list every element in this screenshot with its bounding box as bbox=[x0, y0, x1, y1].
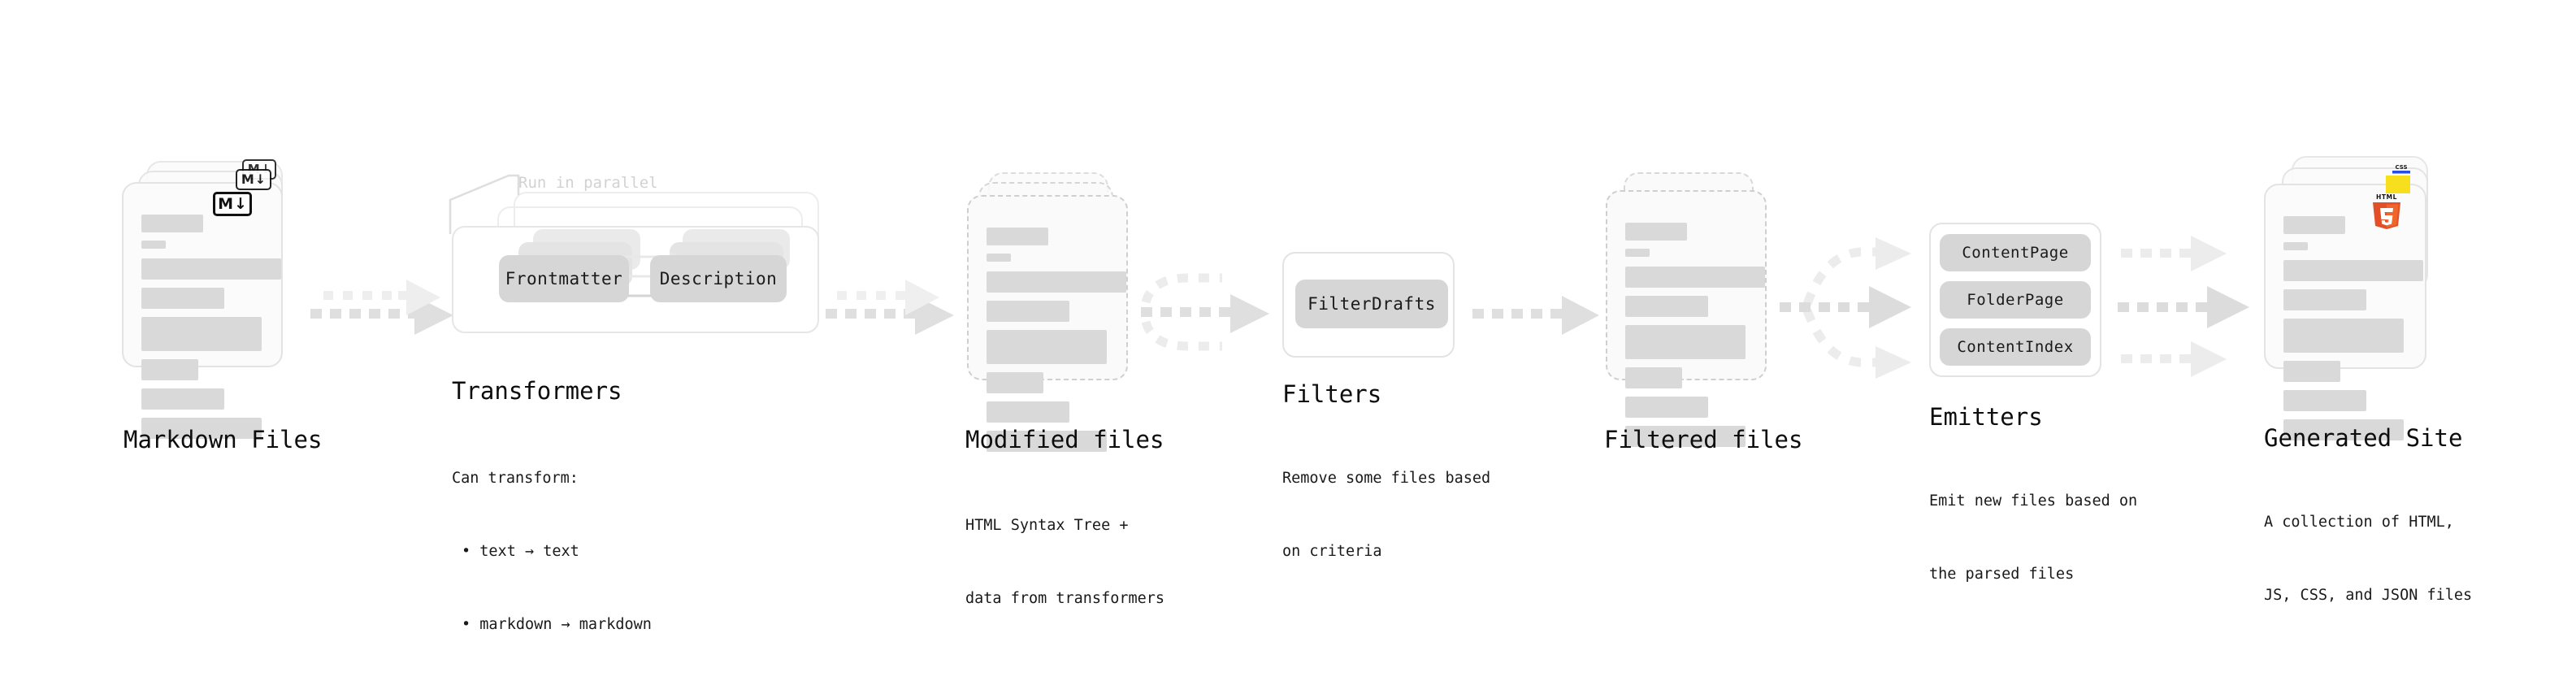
skeleton-bar bbox=[987, 301, 1069, 322]
transformers-subtitle: Can transform: • text → text • markdown … bbox=[452, 418, 652, 681]
generated-site-subtitle-line: A collection of HTML, bbox=[2264, 513, 2454, 531]
arrow-modified-to-filters bbox=[1141, 268, 1279, 358]
emitters-subtitle-line: the parsed files bbox=[1929, 565, 2075, 583]
emitter-chip-folderpage[interactable]: FolderPage bbox=[1940, 281, 2091, 319]
skeleton-bar bbox=[1625, 325, 1746, 359]
skeleton-bar bbox=[1625, 367, 1682, 388]
filter-chip-filterdrafts[interactable]: FilterDrafts bbox=[1295, 280, 1448, 328]
emitters-subtitle-line: Emit new files based on bbox=[1929, 492, 2138, 510]
skeleton-bar bbox=[141, 317, 262, 351]
skeleton-bar bbox=[141, 418, 262, 439]
svg-text:CSS: CSS bbox=[2395, 164, 2407, 171]
skeleton-bar bbox=[987, 372, 1043, 393]
run-in-parallel-bracket bbox=[449, 174, 520, 234]
markdown-card-front bbox=[122, 182, 283, 439]
run-in-parallel-note: Run in parallel bbox=[518, 174, 658, 192]
arrow-emitters-to-site bbox=[2118, 232, 2264, 379]
markdown-icon-letter: M bbox=[241, 171, 254, 187]
emitter-chip-contentindex[interactable]: ContentIndex bbox=[1940, 328, 2091, 366]
skeleton-bar bbox=[141, 288, 224, 309]
skeleton-bar bbox=[987, 431, 1107, 452]
generated-site-title: Generated Site bbox=[2264, 424, 2463, 452]
markdown-icon-arrow: ↓ bbox=[234, 194, 247, 213]
markdown-icon: M↓ bbox=[213, 192, 252, 216]
emitters-subtitle: Emit new files based on the parsed files bbox=[1929, 440, 2137, 635]
skeleton-bar bbox=[141, 388, 224, 410]
transformer-chip-description[interactable]: Description bbox=[650, 255, 787, 302]
modified-card-front bbox=[967, 195, 1128, 452]
skeleton-bar bbox=[2283, 319, 2404, 353]
filters-subtitle: Remove some files based on criteria bbox=[1282, 418, 1490, 613]
filters-subtitle-line: Remove some files based bbox=[1282, 469, 1491, 487]
skeleton-bar bbox=[2283, 361, 2340, 382]
markdown-icon-arrow: ↓ bbox=[254, 171, 267, 187]
skeleton-bar bbox=[2283, 390, 2366, 411]
skeleton-bar bbox=[141, 241, 166, 249]
modified-files-stack bbox=[967, 172, 1138, 452]
arrow-filters-to-filtered bbox=[1472, 281, 1602, 346]
transformer-chip-frontmatter[interactable]: Frontmatter bbox=[499, 255, 629, 302]
skeleton-bar bbox=[1625, 249, 1650, 257]
generated-site-subtitle-line: JS, CSS, and JSON files bbox=[2264, 586, 2473, 604]
skeleton-bar bbox=[987, 401, 1069, 423]
markdown-icon: M↓ bbox=[236, 169, 271, 190]
filters-title: Filters bbox=[1282, 380, 1382, 408]
skeleton-bar bbox=[2283, 289, 2366, 310]
filtered-files-title: Filtered files bbox=[1604, 426, 1803, 453]
arrow-transformers-to-modified bbox=[826, 275, 964, 348]
skeleton-bar bbox=[141, 215, 203, 232]
filters-subtitle-line: on criteria bbox=[1282, 542, 1382, 560]
transformers-subtitle-line: • markdown → markdown bbox=[462, 615, 652, 633]
skeleton-bar bbox=[1625, 296, 1708, 317]
skeleton-bar bbox=[987, 330, 1107, 364]
skeleton-bar bbox=[1625, 267, 1765, 288]
js-icon bbox=[2386, 176, 2410, 193]
filtered-card-front bbox=[1606, 190, 1767, 447]
modified-files-subtitle-line: data from transformers bbox=[965, 589, 1165, 607]
filtered-files-stack bbox=[1606, 172, 1776, 447]
emitter-chip-contentpage[interactable]: ContentPage bbox=[1940, 234, 2091, 271]
skeleton-bar bbox=[2283, 419, 2404, 440]
modified-files-subtitle: HTML Syntax Tree + data from transformer… bbox=[965, 465, 1164, 660]
markdown-files-title: Markdown Files bbox=[124, 426, 323, 453]
transformers-title: Transformers bbox=[452, 377, 622, 405]
markdown-icon-letter: M bbox=[218, 194, 233, 213]
transformers-subtitle-line: • text → text bbox=[462, 542, 579, 560]
skeleton-bar bbox=[141, 258, 281, 280]
transformers-subtitle-line: Can transform: bbox=[452, 469, 579, 487]
skeleton-bar bbox=[141, 359, 198, 380]
skeleton-bar bbox=[1625, 397, 1708, 418]
css-icon: CSS bbox=[2391, 163, 2412, 176]
arrow-markdown-to-transformers bbox=[310, 275, 457, 348]
generated-site-subtitle: A collection of HTML, JS, CSS, and JSON … bbox=[2264, 462, 2472, 657]
markdown-files-stack: M↓ M↓ M↓ bbox=[122, 159, 309, 439]
skeleton-bar bbox=[987, 271, 1126, 293]
arrow-filtered-to-emitters bbox=[1780, 232, 1934, 379]
html5-icon: HTML bbox=[2370, 192, 2404, 231]
emitters-title: Emitters bbox=[1929, 403, 2043, 431]
skeleton-bar bbox=[2283, 216, 2345, 234]
svg-text:HTML: HTML bbox=[2376, 193, 2397, 201]
skeleton-bar bbox=[1625, 426, 1746, 447]
skeleton-bar bbox=[2283, 260, 2423, 281]
site-card-front bbox=[2264, 184, 2426, 440]
skeleton-bar bbox=[987, 228, 1048, 245]
skeleton-bar bbox=[987, 254, 1011, 262]
generated-site-stack: CSS HTML bbox=[2264, 156, 2459, 440]
skeleton-bar bbox=[2283, 242, 2308, 250]
modified-files-title: Modified files bbox=[965, 426, 1164, 453]
modified-files-subtitle-line: HTML Syntax Tree + bbox=[965, 516, 1129, 534]
skeleton-bar bbox=[1625, 223, 1687, 241]
